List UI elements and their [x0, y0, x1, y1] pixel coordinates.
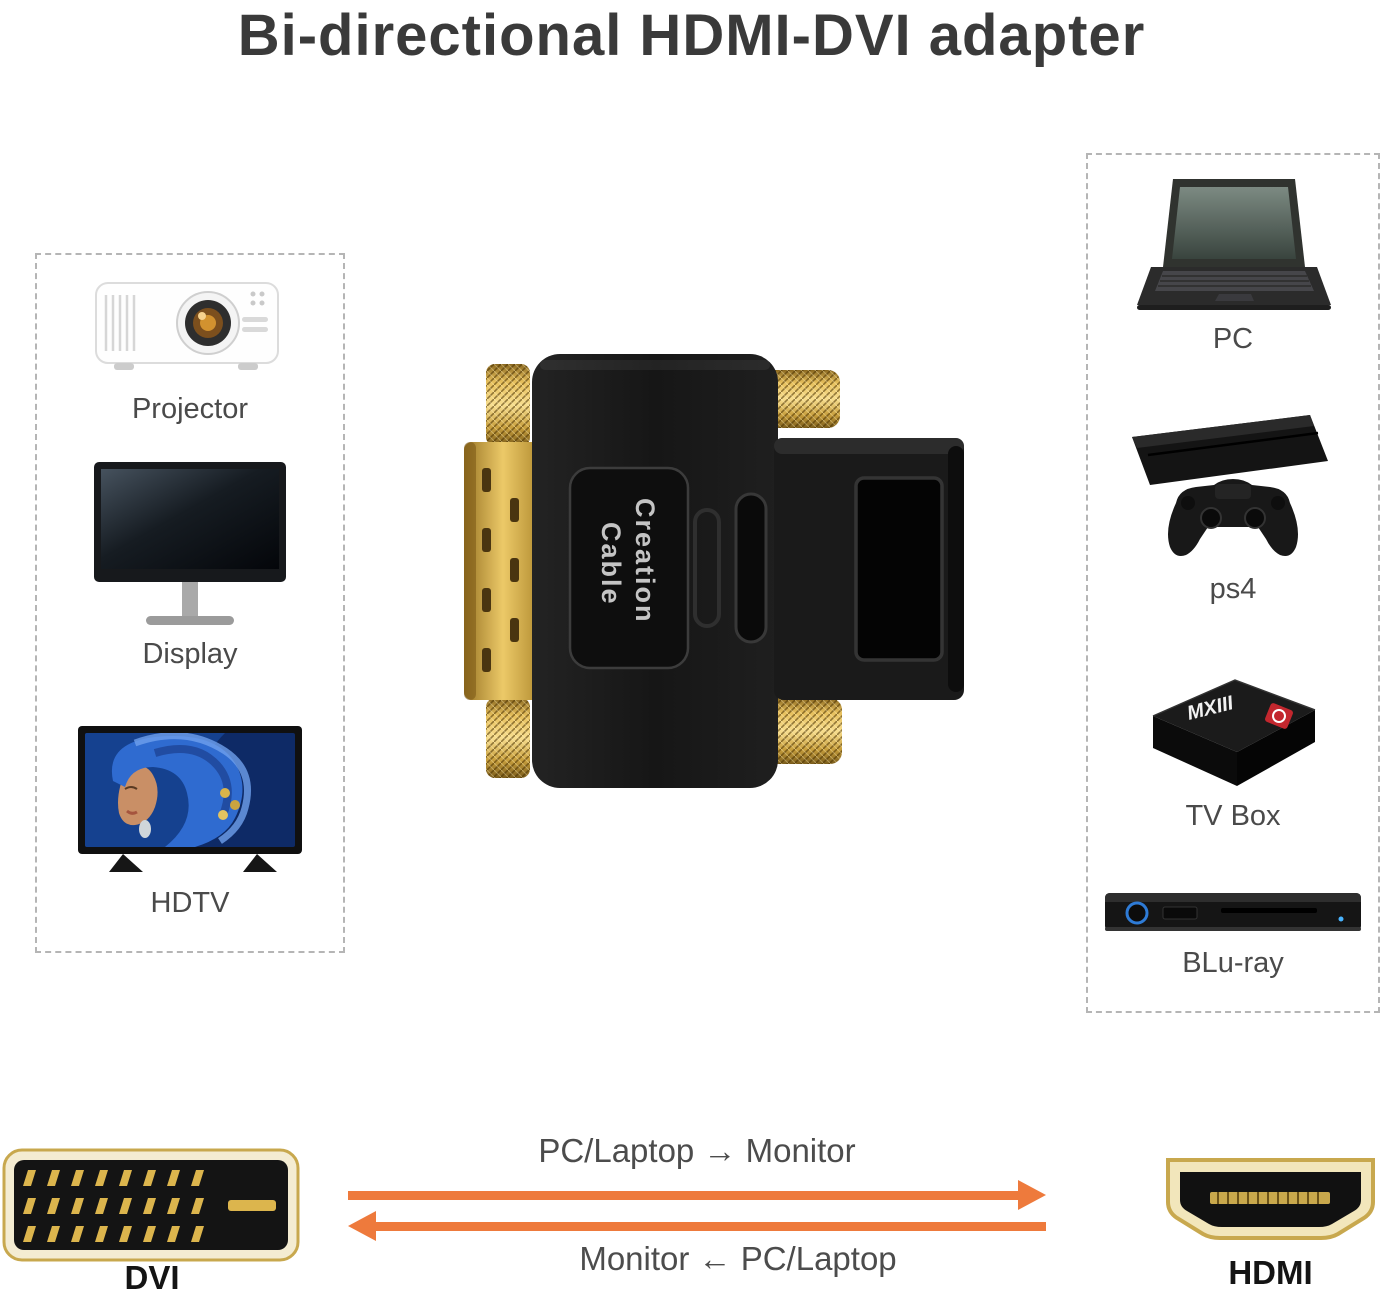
- dvi-male-end: [464, 442, 542, 700]
- projector-icon: [95, 282, 279, 370]
- device-tv-box: MXIII TV Box: [1088, 658, 1378, 833]
- device-label: Projector: [131, 393, 249, 425]
- tv-box-icon: MXIII: [1152, 679, 1316, 786]
- game-console-icon: [1132, 415, 1328, 556]
- device-projector: Projector: [37, 267, 343, 426]
- arrow-left-icon: [348, 1211, 1046, 1241]
- device-label: ps4: [1209, 573, 1257, 605]
- hdtv-icon: [78, 726, 302, 872]
- page-title: Bi-directional HDMI-DVI adapter: [237, 3, 1146, 68]
- dvi-label: DVI: [124, 1259, 180, 1293]
- device-label: TV Box: [1185, 800, 1281, 832]
- monitor-icon: [94, 462, 286, 625]
- device-pc: PC: [1088, 175, 1378, 356]
- brand-text-line1: Cable: [596, 522, 626, 606]
- device-display: Display: [37, 458, 343, 671]
- brand-plate: [568, 466, 690, 670]
- device-hdtv: HDTV: [37, 723, 343, 920]
- flow-label-pc-to-monitor: PC/Laptop → Monitor: [538, 1132, 856, 1169]
- device-label: Display: [142, 638, 238, 670]
- adapter-product-image: Cable Creation: [464, 354, 964, 788]
- arrow-right-icon: [348, 1180, 1046, 1210]
- source-devices-panel: PC ps4 MXIII: [1086, 153, 1380, 1013]
- device-label: BLu-ray: [1182, 947, 1284, 979]
- adapter-hero: Cable Creation: [452, 350, 977, 795]
- hdmi-female-end: [774, 438, 964, 700]
- laptop-icon: [1137, 179, 1331, 310]
- hdmi-plug-icon: [1166, 1158, 1375, 1240]
- device-label: HDTV: [150, 887, 230, 919]
- flow-label-monitor-to-pc: Monitor ← PC/Laptop: [579, 1240, 897, 1277]
- blu-ray-player-icon: [1105, 893, 1361, 931]
- device-label: PC: [1212, 323, 1254, 355]
- dvi-connector-image: [2, 1146, 302, 1273]
- brand-text-line2: Creation: [630, 498, 660, 624]
- dvi-plug-icon: [2, 1148, 300, 1262]
- hdmi-connector-image: [1158, 1152, 1383, 1259]
- hdmi-label: HDMI: [1228, 1254, 1313, 1291]
- device-ps4: ps4: [1088, 407, 1378, 606]
- device-blu-ray: BLu-ray: [1088, 877, 1378, 980]
- display-devices-panel: Projector Display: [35, 253, 345, 953]
